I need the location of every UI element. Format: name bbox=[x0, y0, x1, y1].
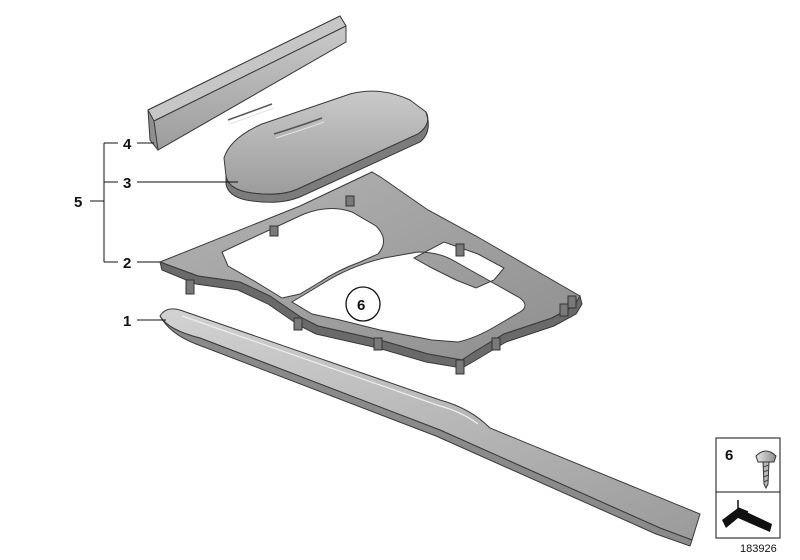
callout-5: 5 bbox=[74, 194, 82, 211]
callout-6-circled: 6 bbox=[345, 286, 381, 322]
legend-screw-number: 6 bbox=[725, 447, 733, 464]
callout-4: 4 bbox=[123, 136, 132, 153]
legend-box: 6 bbox=[715, 437, 781, 539]
callout-3: 3 bbox=[123, 175, 131, 192]
leader-lines bbox=[90, 142, 238, 321]
diagram-id: 183926 bbox=[740, 543, 777, 555]
part-1-side-trim-strip bbox=[159, 308, 701, 547]
part-3-compartment-lid bbox=[223, 90, 429, 203]
catalog-symbol-icon bbox=[722, 500, 772, 532]
callout-1: 1 bbox=[123, 313, 131, 330]
callout-6-label: 6 bbox=[357, 297, 365, 314]
screw-icon bbox=[755, 450, 777, 490]
callout-2: 2 bbox=[123, 255, 131, 272]
part-2-trim-frame bbox=[158, 171, 583, 375]
part-4-cover-panel bbox=[147, 15, 347, 151]
